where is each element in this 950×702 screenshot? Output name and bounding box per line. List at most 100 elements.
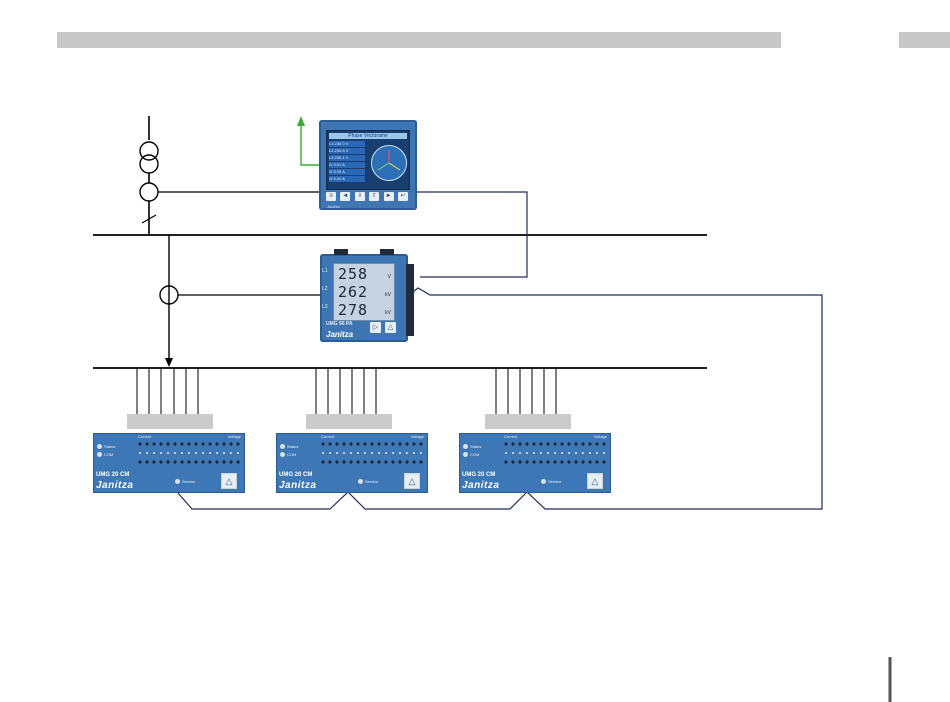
output-arrow-line bbox=[300, 124, 319, 166]
terminal-pin bbox=[138, 460, 142, 464]
terminal-pin bbox=[553, 460, 557, 464]
display-row: I3 5.02 A bbox=[329, 176, 365, 182]
terminal-pin bbox=[363, 442, 367, 446]
terminal-pin bbox=[504, 460, 508, 464]
module-brand: Janitza bbox=[279, 480, 317, 491]
terminal-pin bbox=[588, 460, 592, 464]
terminal-pin bbox=[321, 442, 325, 446]
feeder-arrow-icon bbox=[165, 358, 173, 367]
com-led-icon bbox=[280, 452, 285, 457]
connector-block bbox=[380, 249, 394, 255]
voltage-label: Voltage bbox=[227, 434, 241, 439]
warning-icon: △ bbox=[221, 473, 237, 489]
terminal-pin bbox=[342, 442, 346, 446]
terminal-pin bbox=[209, 452, 211, 454]
terminal-pin bbox=[518, 460, 522, 464]
warning-icon: △ bbox=[404, 473, 420, 489]
terminal-pin bbox=[370, 442, 374, 446]
terminal-pin bbox=[525, 442, 529, 446]
terminal-pin bbox=[384, 442, 388, 446]
terminal-pin bbox=[412, 460, 416, 464]
terminal-pin bbox=[595, 460, 599, 464]
side-terminal-block bbox=[406, 264, 414, 336]
lcd-value: 278 bbox=[338, 301, 369, 319]
terminal-pin bbox=[166, 460, 170, 464]
current-label: Current bbox=[138, 434, 152, 439]
terminal-pin bbox=[222, 460, 226, 464]
terminal-pin bbox=[195, 452, 197, 454]
terminal-pin bbox=[139, 452, 141, 454]
meter-model: UMG 96 PA bbox=[326, 321, 353, 327]
terminal-pin bbox=[546, 442, 550, 446]
phasor-circle-icon bbox=[371, 145, 407, 181]
com-label: COM bbox=[287, 452, 297, 457]
terminal-pin bbox=[215, 442, 219, 446]
terminal-pin bbox=[575, 452, 577, 454]
service-label: Service bbox=[548, 479, 562, 484]
terminal-pin bbox=[230, 452, 232, 454]
terminal-pin bbox=[188, 452, 190, 454]
com-label: COM bbox=[470, 452, 480, 457]
terminal-pin bbox=[532, 460, 536, 464]
terminal-strip bbox=[127, 414, 213, 429]
module-brand: Janitza bbox=[96, 480, 134, 491]
terminal-pin bbox=[222, 442, 226, 446]
com-led-icon bbox=[463, 452, 468, 457]
terminal-pin bbox=[560, 460, 564, 464]
current-transformer-top-icon bbox=[139, 182, 159, 202]
status-label: Status bbox=[287, 444, 299, 449]
terminal-pin bbox=[588, 442, 592, 446]
terminal-pin bbox=[159, 442, 163, 446]
transformer-icon-lower bbox=[139, 154, 159, 174]
display-row: L1 230.0 V bbox=[329, 141, 365, 147]
terminal-pin bbox=[237, 452, 239, 454]
service-led-icon bbox=[358, 479, 363, 484]
terminal-pin bbox=[364, 452, 366, 454]
branch-group-1 bbox=[136, 368, 199, 414]
terminal-pin bbox=[342, 460, 346, 464]
terminal-pin bbox=[511, 442, 515, 446]
terminal-pin bbox=[525, 460, 529, 464]
terminal-pin bbox=[328, 442, 332, 446]
display-row: L3 230.1 V bbox=[329, 155, 365, 161]
terminal-pin bbox=[392, 452, 394, 454]
terminal-pin bbox=[180, 442, 184, 446]
terminal-pin bbox=[145, 460, 149, 464]
lcd-unit: kV bbox=[385, 292, 391, 298]
terminal-pin bbox=[405, 460, 409, 464]
terminal-pin bbox=[603, 452, 605, 454]
terminal-pin bbox=[547, 452, 549, 454]
lcd-value: 262 bbox=[338, 283, 369, 301]
terminal-pin bbox=[406, 452, 408, 454]
terminal-pin bbox=[574, 460, 578, 464]
terminal-pin bbox=[377, 442, 381, 446]
terminal-pin bbox=[349, 442, 353, 446]
current-label: Current bbox=[504, 434, 518, 439]
terminal-pin bbox=[329, 452, 331, 454]
terminal-pin bbox=[167, 452, 169, 454]
terminal-pin bbox=[335, 460, 339, 464]
status-led-icon bbox=[97, 444, 102, 449]
terminal-pin bbox=[602, 460, 606, 464]
phase-label: L1 bbox=[322, 268, 328, 274]
terminal-pin bbox=[412, 442, 416, 446]
terminal-pin bbox=[574, 442, 578, 446]
meter-brand: Janitza bbox=[326, 330, 354, 339]
up-key: ⇧ bbox=[369, 192, 380, 201]
pin-array bbox=[504, 442, 606, 464]
terminal-pin bbox=[208, 460, 212, 464]
terminal-pin bbox=[602, 442, 606, 446]
terminal-pin bbox=[519, 452, 521, 454]
terminal-pin bbox=[229, 460, 233, 464]
display-row: I1 5.01 A bbox=[329, 162, 365, 168]
terminal-pin bbox=[236, 460, 240, 464]
terminal-pin bbox=[532, 442, 536, 446]
terminal-pin bbox=[229, 442, 233, 446]
display-row: L2 230.5 V bbox=[329, 148, 365, 154]
terminal-pin bbox=[512, 452, 514, 454]
terminal-pin bbox=[194, 460, 198, 464]
header-bar-main bbox=[57, 32, 781, 48]
terminal-pin bbox=[350, 452, 352, 454]
breaker-mark bbox=[141, 214, 157, 224]
